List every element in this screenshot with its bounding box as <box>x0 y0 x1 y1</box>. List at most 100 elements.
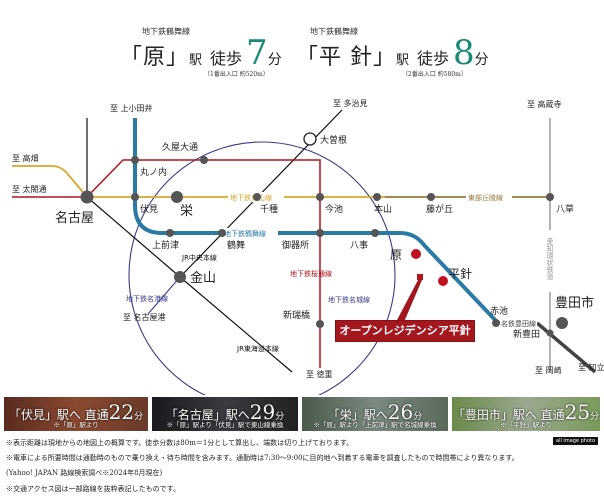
photo-toyotashi-title: 「豊田市」駅へ 直通 <box>452 408 565 422</box>
header-hirabari: 地下鉄鶴舞線 「平 針」 駅 徒歩 8 分 （2番出入口 約580m） <box>296 26 489 78</box>
jr-tokaido-line <box>179 276 293 373</box>
meitetsu-line-label: 名鉄豊田線 <box>501 319 536 328</box>
tsurumai-line <box>133 118 537 325</box>
svg-text:赤池: 赤池 <box>490 305 508 317</box>
property-marker <box>417 274 423 280</box>
hirabari-station-name: 「平 針」 <box>296 45 396 70</box>
direction-kozoji: 至 高蔵寺 <box>527 99 562 109</box>
jr-chuo-line-label: JR中央本線 <box>181 253 217 262</box>
station-motoyama: 本山 <box>373 193 392 215</box>
sakuradori-line <box>86 159 321 368</box>
meijo-line-label: 地下鉄名城線 <box>328 295 370 304</box>
hirabari-walk-label: 徒歩 <box>417 49 450 68</box>
photo-toyotashi-note: ※「平針」駅より <box>500 421 552 429</box>
svg-text:名古屋: 名古屋 <box>55 210 94 226</box>
hirabari-line-label: 地下鉄鶴舞線 <box>310 27 358 36</box>
header-hara: 地下鉄鶴舞線 「原」 駅 徒歩 7 分 （1番出入口 約520m） <box>120 26 282 78</box>
property-leader <box>396 280 422 322</box>
svg-text:原: 原 <box>390 248 402 262</box>
station-hara: 原 <box>390 248 421 262</box>
direction-taikodori: 至 太閤通 <box>12 184 47 194</box>
aikan-line-label: 愛知環状鉄道 <box>546 237 554 281</box>
station-nagoya: 名古屋 <box>55 190 94 226</box>
svg-text:御器所: 御器所 <box>282 239 309 251</box>
svg-text:大曽根: 大曽根 <box>320 134 347 146</box>
station-yagoto: 八事 <box>350 229 379 251</box>
meiko-line <box>147 276 181 315</box>
station-imaike: 今池 <box>316 193 343 215</box>
svg-text:新豊田: 新豊田 <box>513 328 540 340</box>
meijo-line <box>128 141 396 395</box>
hirabari-exit-note: （2番出入口 約580m） <box>402 71 467 78</box>
direction-okazaki: 至 岡崎 <box>535 365 562 375</box>
jr-chuo-nagoya-kanayama <box>86 196 181 278</box>
photo-sakae: 「栄」駅へ26分 ※「原」駅より「上前津」駅で名城線乗換 <box>302 397 448 431</box>
hara-walk-minutes: 7 <box>246 33 268 73</box>
photo-nagoya-note: ※「原」駅より「伏見」駅で東山線乗換 <box>166 421 284 429</box>
station-chikusa: 千種 <box>253 193 278 215</box>
station-tsurumai: 鶴舞 <box>218 229 245 251</box>
hara-exit-note: （1番出入口 約520m） <box>204 71 269 78</box>
svg-text:藤が丘: 藤が丘 <box>426 203 453 215</box>
station-kanayama: 金山 <box>174 270 216 286</box>
svg-text:八事: 八事 <box>350 239 368 251</box>
direction-nagoyako: 至 名古屋港 <box>123 312 166 322</box>
tobu-kyuryo-line-label: 東部丘陵線 <box>468 193 503 202</box>
svg-text:上前津: 上前津 <box>152 239 179 251</box>
station-akaike: 赤池 <box>490 305 508 327</box>
photo-nagoya: 「名古屋」駅へ29分 ※「原」駅より「伏見」駅で東山線乗換 <box>152 397 298 431</box>
station-marunouchi: 丸ノ内 <box>131 156 167 178</box>
photo-sakae-minutes: 26 <box>387 400 414 424</box>
photo-fushimi-title: 「伏見」駅へ 直通 <box>8 408 109 422</box>
hirabari-walk-minutes: 8 <box>453 33 475 73</box>
direction-tajimi: 至 多治見 <box>333 98 368 108</box>
photo-fushimi-note: ※「原」駅より <box>53 421 99 429</box>
photo-sakae-title: 「栄」駅へ <box>327 408 388 422</box>
photo-sakae-unit: 分 <box>413 412 423 422</box>
footnote-travel-time: ※電車による所要時間は通勤時のもので乗り換え・待ち時間を含みます。通勤時は7:3… <box>6 454 519 463</box>
station-ozone: 大曽根 <box>303 132 347 146</box>
station-shintoyota: 新豊田 <box>513 328 554 340</box>
direction-tokushige: 至 徳重 <box>306 369 333 379</box>
hara-station-name: 「原」 <box>120 45 190 70</box>
hara-walk-label: 徒歩 <box>210 49 243 68</box>
footnotes: ※表示距離は現地からの地図上の概算です。徒歩分数は80m＝1分として算出し、端数… <box>6 436 519 497</box>
hara-eki-label: 駅 <box>189 53 203 68</box>
hirabari-eki-label: 駅 <box>396 53 410 68</box>
footnote-map: ※交通アクセス図は一部路線を抜粋表記したものです。 <box>6 484 180 493</box>
station-hirabari: 平針 <box>438 266 472 286</box>
photo-nagoya-unit: 分 <box>275 412 285 422</box>
svg-text:丸ノ内: 丸ノ内 <box>140 166 167 178</box>
hara-line-label: 地下鉄鶴舞線 <box>142 27 190 36</box>
svg-text:久屋大通: 久屋大通 <box>162 141 198 153</box>
svg-text:八草: 八草 <box>556 203 574 215</box>
station-aratamabashi: 新瑞橋 <box>283 309 324 328</box>
svg-text:千種: 千種 <box>260 204 278 215</box>
station-hisaya-odori: 久屋大通 <box>162 141 208 164</box>
station-fujigaoka: 藤が丘 <box>426 193 453 215</box>
svg-text:伏見: 伏見 <box>140 203 158 215</box>
photo-nagoya-minutes: 29 <box>249 400 276 424</box>
photo-sakae-note: ※「原」駅より「上前津」駅で名城線乗換 <box>313 421 437 429</box>
station-yakusa: 八草 <box>546 193 574 215</box>
station-sakae: 栄 <box>171 191 193 219</box>
tsurumai-line-label: 地下鉄鶴舞線 <box>224 229 266 238</box>
higashiyama-line <box>12 165 385 198</box>
photo-fushimi-minutes: 22 <box>108 400 135 424</box>
photo-toyotashi-minutes: 25 <box>564 400 591 424</box>
sakuradori-line-label: 地下鉄桜通線 <box>290 269 332 278</box>
station-toyotashi: 豊田市 <box>555 295 594 329</box>
photo-fushimi-unit: 分 <box>134 412 144 422</box>
photo-fushimi: 「伏見」駅へ 直通22分 ※「原」駅より <box>4 397 148 431</box>
route-map: 地下鉄東山線 東部丘陵線 地下鉄鶴舞線 JR中央本線 地下鉄桜通線 地下鉄名港線… <box>12 98 604 395</box>
direction-takabata: 至 高畑 <box>12 153 39 163</box>
svg-text:金山: 金山 <box>190 270 216 286</box>
svg-text:本山: 本山 <box>374 203 392 215</box>
svg-text:豊田市: 豊田市 <box>555 295 594 311</box>
meitetsu-line <box>535 321 597 374</box>
footnote-source: (Yahoo! JAPAN 路線検索調べ※2024年8月現在) <box>6 469 163 478</box>
photo-nagoya-title: 「名古屋」駅へ <box>165 408 250 422</box>
photo-toyotashi: 「豊田市」駅へ 直通25分 ※「平針」駅より <box>452 397 600 431</box>
svg-text:平針: 平針 <box>448 266 472 281</box>
svg-text:鶴舞: 鶴舞 <box>227 239 245 251</box>
